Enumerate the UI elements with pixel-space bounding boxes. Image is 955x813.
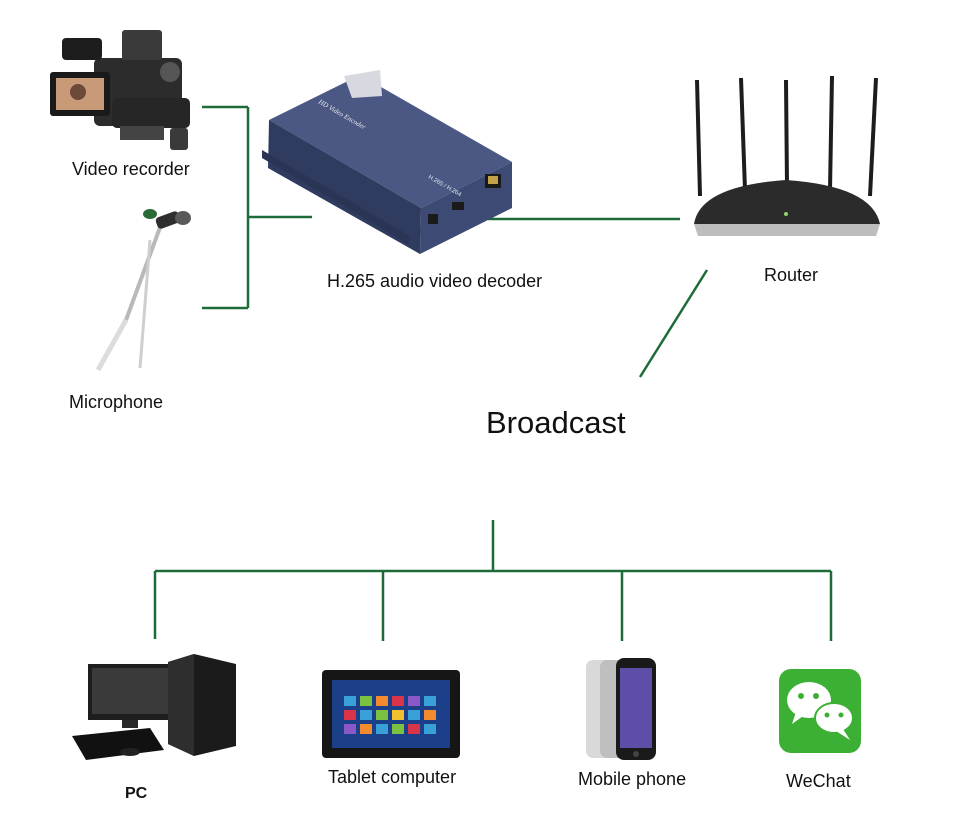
line-router-broadcast <box>638 269 709 378</box>
router-icon <box>694 75 880 236</box>
label-wechat: WeChat <box>786 771 851 791</box>
camera-icon <box>50 30 190 150</box>
label-broadcast: Broadcast <box>486 405 626 440</box>
microphone-icon <box>95 209 191 372</box>
phone-icon <box>586 658 656 760</box>
label-encoder: H.265 audio video decoder <box>327 271 543 291</box>
wechat-icon <box>779 669 861 753</box>
encoder-box-icon: HD Video Encoder H.265 / H.264 <box>262 70 512 254</box>
label-pc: PC <box>125 785 148 802</box>
label-microphone: Microphone <box>69 392 164 412</box>
label-mobile: Mobile phone <box>578 769 687 789</box>
label-tablet: Tablet computer <box>328 767 457 787</box>
connector-lines <box>153 105 833 641</box>
label-router: Router <box>764 265 819 285</box>
pc-icon <box>72 654 236 760</box>
tablet-icon <box>322 670 460 758</box>
label-video-recorder: Video recorder <box>72 159 190 179</box>
